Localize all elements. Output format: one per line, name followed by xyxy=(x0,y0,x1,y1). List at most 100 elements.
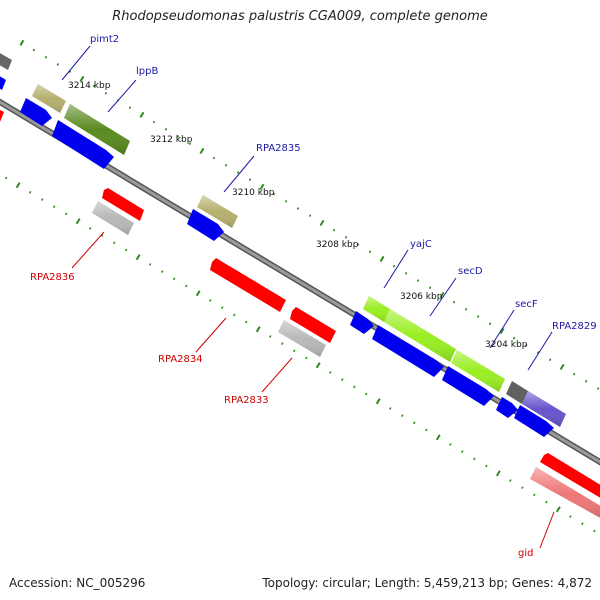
cds-lppB xyxy=(52,120,114,169)
cds-RPA2834 xyxy=(210,258,286,312)
minor-tick xyxy=(389,407,392,410)
kbp-label: 3206 kbp xyxy=(400,292,443,302)
minor-tick xyxy=(124,248,128,252)
minor-tick xyxy=(356,243,360,246)
cds-secF xyxy=(442,366,494,406)
minor-tick xyxy=(593,529,596,533)
minor-tick xyxy=(572,372,576,376)
kbp-label: 3208 kbp xyxy=(316,240,359,250)
minor-tick xyxy=(188,142,192,146)
major-tick xyxy=(15,182,21,189)
gene-label-RPA2829: RPA2829 xyxy=(552,321,597,332)
gene-label-lppB: lppB xyxy=(136,66,158,77)
minor-tick xyxy=(332,228,336,232)
gene-secF xyxy=(451,350,505,392)
minor-tick xyxy=(236,171,240,174)
minor-tick xyxy=(128,106,132,110)
minor-tick xyxy=(208,299,212,302)
gene-label-secD: secD xyxy=(458,266,483,277)
gene-pimt2 xyxy=(32,84,66,113)
gene-label-pimt2: pimt2 xyxy=(90,34,119,45)
minor-tick xyxy=(545,500,548,504)
gene-dark-gray-2830 xyxy=(506,381,528,404)
minor-tick xyxy=(452,300,456,304)
minor-tick xyxy=(416,279,420,282)
major-tick xyxy=(135,254,141,261)
major-tick xyxy=(379,255,385,263)
minor-tick xyxy=(152,120,156,124)
minor-tick xyxy=(485,464,488,468)
minor-tick xyxy=(425,428,428,432)
major-tick xyxy=(499,327,505,335)
minor-tick xyxy=(401,414,404,418)
minor-tick xyxy=(28,190,32,194)
minor-tick xyxy=(569,515,572,518)
kbp-labels: 3214 kbp 3212 kbp 3210 kbp 3208 kbp 3206… xyxy=(68,81,528,350)
gene-label-RPA2836: RPA2836 xyxy=(30,272,75,283)
major-tick xyxy=(19,39,25,46)
minor-tick xyxy=(269,335,272,338)
minor-tick xyxy=(533,493,536,497)
kbp-label: 3214 kbp xyxy=(68,81,111,91)
minor-tick xyxy=(88,227,92,230)
major-tick xyxy=(75,218,81,225)
minor-tick xyxy=(32,48,36,52)
minor-tick xyxy=(56,63,60,66)
major-tick xyxy=(139,111,145,118)
minor-tick xyxy=(308,214,312,218)
inner-tick-track xyxy=(4,176,596,533)
minor-tick xyxy=(461,450,464,454)
major-tick xyxy=(495,470,501,477)
minor-tick xyxy=(148,263,152,266)
cds-gid xyxy=(540,453,600,498)
cds-RPA2833 xyxy=(290,307,336,343)
minor-tick xyxy=(245,320,248,324)
major-tick xyxy=(255,326,261,333)
minor-tick xyxy=(92,84,96,88)
feature-blue-topleft xyxy=(0,76,6,90)
minor-tick xyxy=(509,479,512,482)
minor-tick xyxy=(584,379,588,383)
gene-secD xyxy=(384,309,456,362)
kbp-label: 3210 kbp xyxy=(232,188,275,198)
minor-tick xyxy=(488,322,492,326)
minor-tick xyxy=(224,163,228,167)
minor-tick xyxy=(329,371,332,374)
minor-tick xyxy=(476,315,480,318)
major-tick xyxy=(439,291,445,299)
gene-RPA2836 xyxy=(92,201,134,235)
gene-RPA2833 xyxy=(278,320,326,357)
minor-tick xyxy=(353,385,356,389)
major-tick xyxy=(559,363,565,371)
gene-lppB xyxy=(64,104,130,155)
minor-tick xyxy=(449,443,452,446)
minor-tick xyxy=(521,486,524,490)
minor-tick xyxy=(184,284,188,288)
gene-label-gid: gid xyxy=(518,548,533,559)
minor-tick xyxy=(581,522,584,526)
minor-tick xyxy=(104,91,108,95)
feature-red-topleft xyxy=(0,110,4,122)
minor-tick xyxy=(248,178,252,182)
cds-RPA2836 xyxy=(102,188,144,221)
minor-tick xyxy=(160,270,164,274)
gene-labels: pimt2 lppB RPA2835 yajC secD secF RPA282… xyxy=(30,34,597,559)
minor-tick xyxy=(365,392,368,396)
minor-tick xyxy=(404,271,408,275)
minor-tick xyxy=(212,156,216,160)
major-tick xyxy=(79,75,85,82)
accession-text: Accession: NC_005296 xyxy=(9,576,146,590)
minor-tick xyxy=(100,234,104,237)
minor-tick xyxy=(596,387,600,390)
cds-secD xyxy=(372,325,444,377)
minor-tick xyxy=(293,349,296,353)
summary-text: Topology: circular; Length: 5,459,213 bp… xyxy=(262,576,592,590)
kbp-label: 3204 kbp xyxy=(485,340,528,350)
minor-tick xyxy=(68,70,72,74)
minor-tick xyxy=(473,457,476,461)
major-tick xyxy=(435,434,441,441)
minor-tick xyxy=(548,358,552,362)
minor-tick xyxy=(172,277,176,281)
minor-tick xyxy=(44,55,48,59)
minor-tick xyxy=(368,250,372,254)
